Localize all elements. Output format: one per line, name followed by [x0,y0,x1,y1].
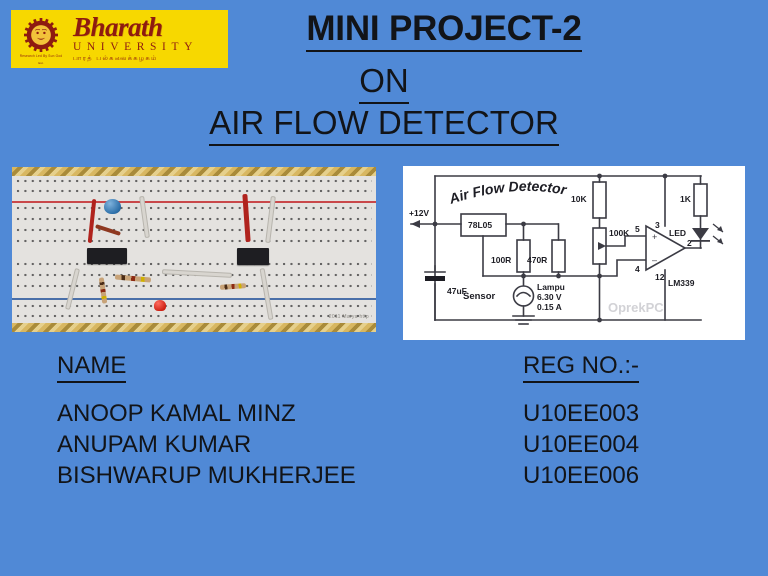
student-name: ANOOP KAMAL MINZ [57,400,296,427]
university-logo-banner: Research Led By Sun God Est. Bharath UNI… [11,10,228,68]
label-lamp-voltage: 6.30 V [537,292,562,302]
seal-sub: Est. [38,61,44,65]
breadboard-hole-row [16,179,372,188]
label-comparator: LM339 [668,278,695,288]
label-lamp-current: 0.15 A [537,302,562,312]
student-reg-no: U10EE003 [523,400,640,427]
slide-subtitle-text: AIR FLOW DETECTOR [209,104,559,146]
breadboard-hole-row [16,228,372,237]
slide-title-connector: ON [0,62,768,104]
supply-arrow-icon [411,220,420,228]
breadboard-hole-row [16,273,372,282]
breadboard-hole-row [16,314,372,323]
breadboard-hole-row [16,189,372,198]
label-100k: 100K [609,228,630,238]
roster-header-name-text: NAME [57,352,127,384]
led-component [154,300,166,311]
roster-header-reg-text: REG NO.:- [523,352,640,384]
label-regulator: 78L05 [468,220,492,230]
student-name: ANUPAM KUMAR [57,431,252,458]
label-100r: 100R [491,255,511,265]
ic-chip-regulator [87,248,127,264]
label-lamp-name: Lampu [537,282,565,292]
student-reg-no: U10EE004 [523,431,640,458]
ic-chip-comparator [237,248,269,265]
photo-credit: 2011 Marya http [328,314,369,320]
schematic-watermark: OprekPC [608,300,664,315]
breadboard-power-rail-positive [12,201,376,203]
breadboard-hole-row [16,262,372,271]
team-roster: NAME REG NO.:- ANOOP KAMAL MINZ U10EE003… [0,352,768,493]
slide-title-connector-text: ON [359,62,409,104]
breadboard-top-edge [12,167,376,176]
student-name: BISHWARUP MUKHERJEE [57,462,356,489]
table-row: BISHWARUP MUKHERJEE U10EE006 [0,462,768,493]
breadboard-hole-row [16,206,372,215]
table-row: ANUPAM KUMAR U10EE004 [0,431,768,462]
table-row: ANOOP KAMAL MINZ U10EE003 [0,400,768,431]
breadboard-power-rail-negative [12,298,376,300]
breadboard-hole-row [16,239,372,248]
label-led: LED [669,228,686,238]
sun-gear-icon [24,18,58,52]
sun-gear-emblem-icon: Research Led By Sun God Est. [11,11,71,67]
brand-subtitle: UNIVERSITY [73,41,198,53]
label-470r: 470R [527,255,547,265]
breadboard-hole-row [16,304,372,313]
label-pin-inv: 4 [635,264,640,274]
label-pin-gnd: 12 [655,272,665,282]
label-capacitor: 47uF [447,286,467,296]
slide-title-text: MINI PROJECT-2 [306,8,582,53]
slide-title: MINI PROJECT-2 [0,8,768,53]
label-pin-vcc: 3 [655,220,660,230]
label-sensor: Sensor [463,291,496,302]
roster-header-name: NAME [57,352,127,384]
roster-header-reg: REG NO.:- [523,352,640,384]
capacitor-component [104,199,121,214]
brand-tamil-subtitle: பாரத் பல்கலைக்கழகம் [73,54,158,62]
label-supply: +12V [409,208,429,218]
seal-motto: Research Led By Sun God [19,54,63,58]
roster-list: ANOOP KAMAL MINZ U10EE003 ANUPAM KUMAR U… [0,400,768,493]
university-wordmark: Bharath UNIVERSITY பாரத் பல்கலைக்கழகம் [71,14,228,64]
led-symbol [692,228,709,240]
label-10k: 10K [571,194,587,204]
breadboard-bottom-edge [12,323,376,332]
breadboard-photo: 2011 Marya http [12,167,376,332]
slide-subtitle: AIR FLOW DETECTOR [0,104,768,146]
label-1k: 1K [680,194,692,204]
breadboard-hole-row [16,217,372,226]
brand-name: Bharath [73,12,163,42]
svg-text:–: – [652,255,657,265]
label-pin-out: 2 [687,238,692,248]
label-pin-noninv: 5 [635,224,640,234]
breadboard-hole-row [16,284,372,293]
breadboard-body [12,176,376,323]
student-reg-no: U10EE006 [523,462,640,489]
svg-text:+: + [652,232,657,242]
circuit-diagram: + – Air Flow Detector +12V 47uF 78L05 10… [403,166,745,340]
circuit-schematic-svg: + – Air Flow Detector +12V 47uF 78L05 10… [403,166,745,340]
roster-header-row: NAME REG NO.:- [0,352,768,400]
